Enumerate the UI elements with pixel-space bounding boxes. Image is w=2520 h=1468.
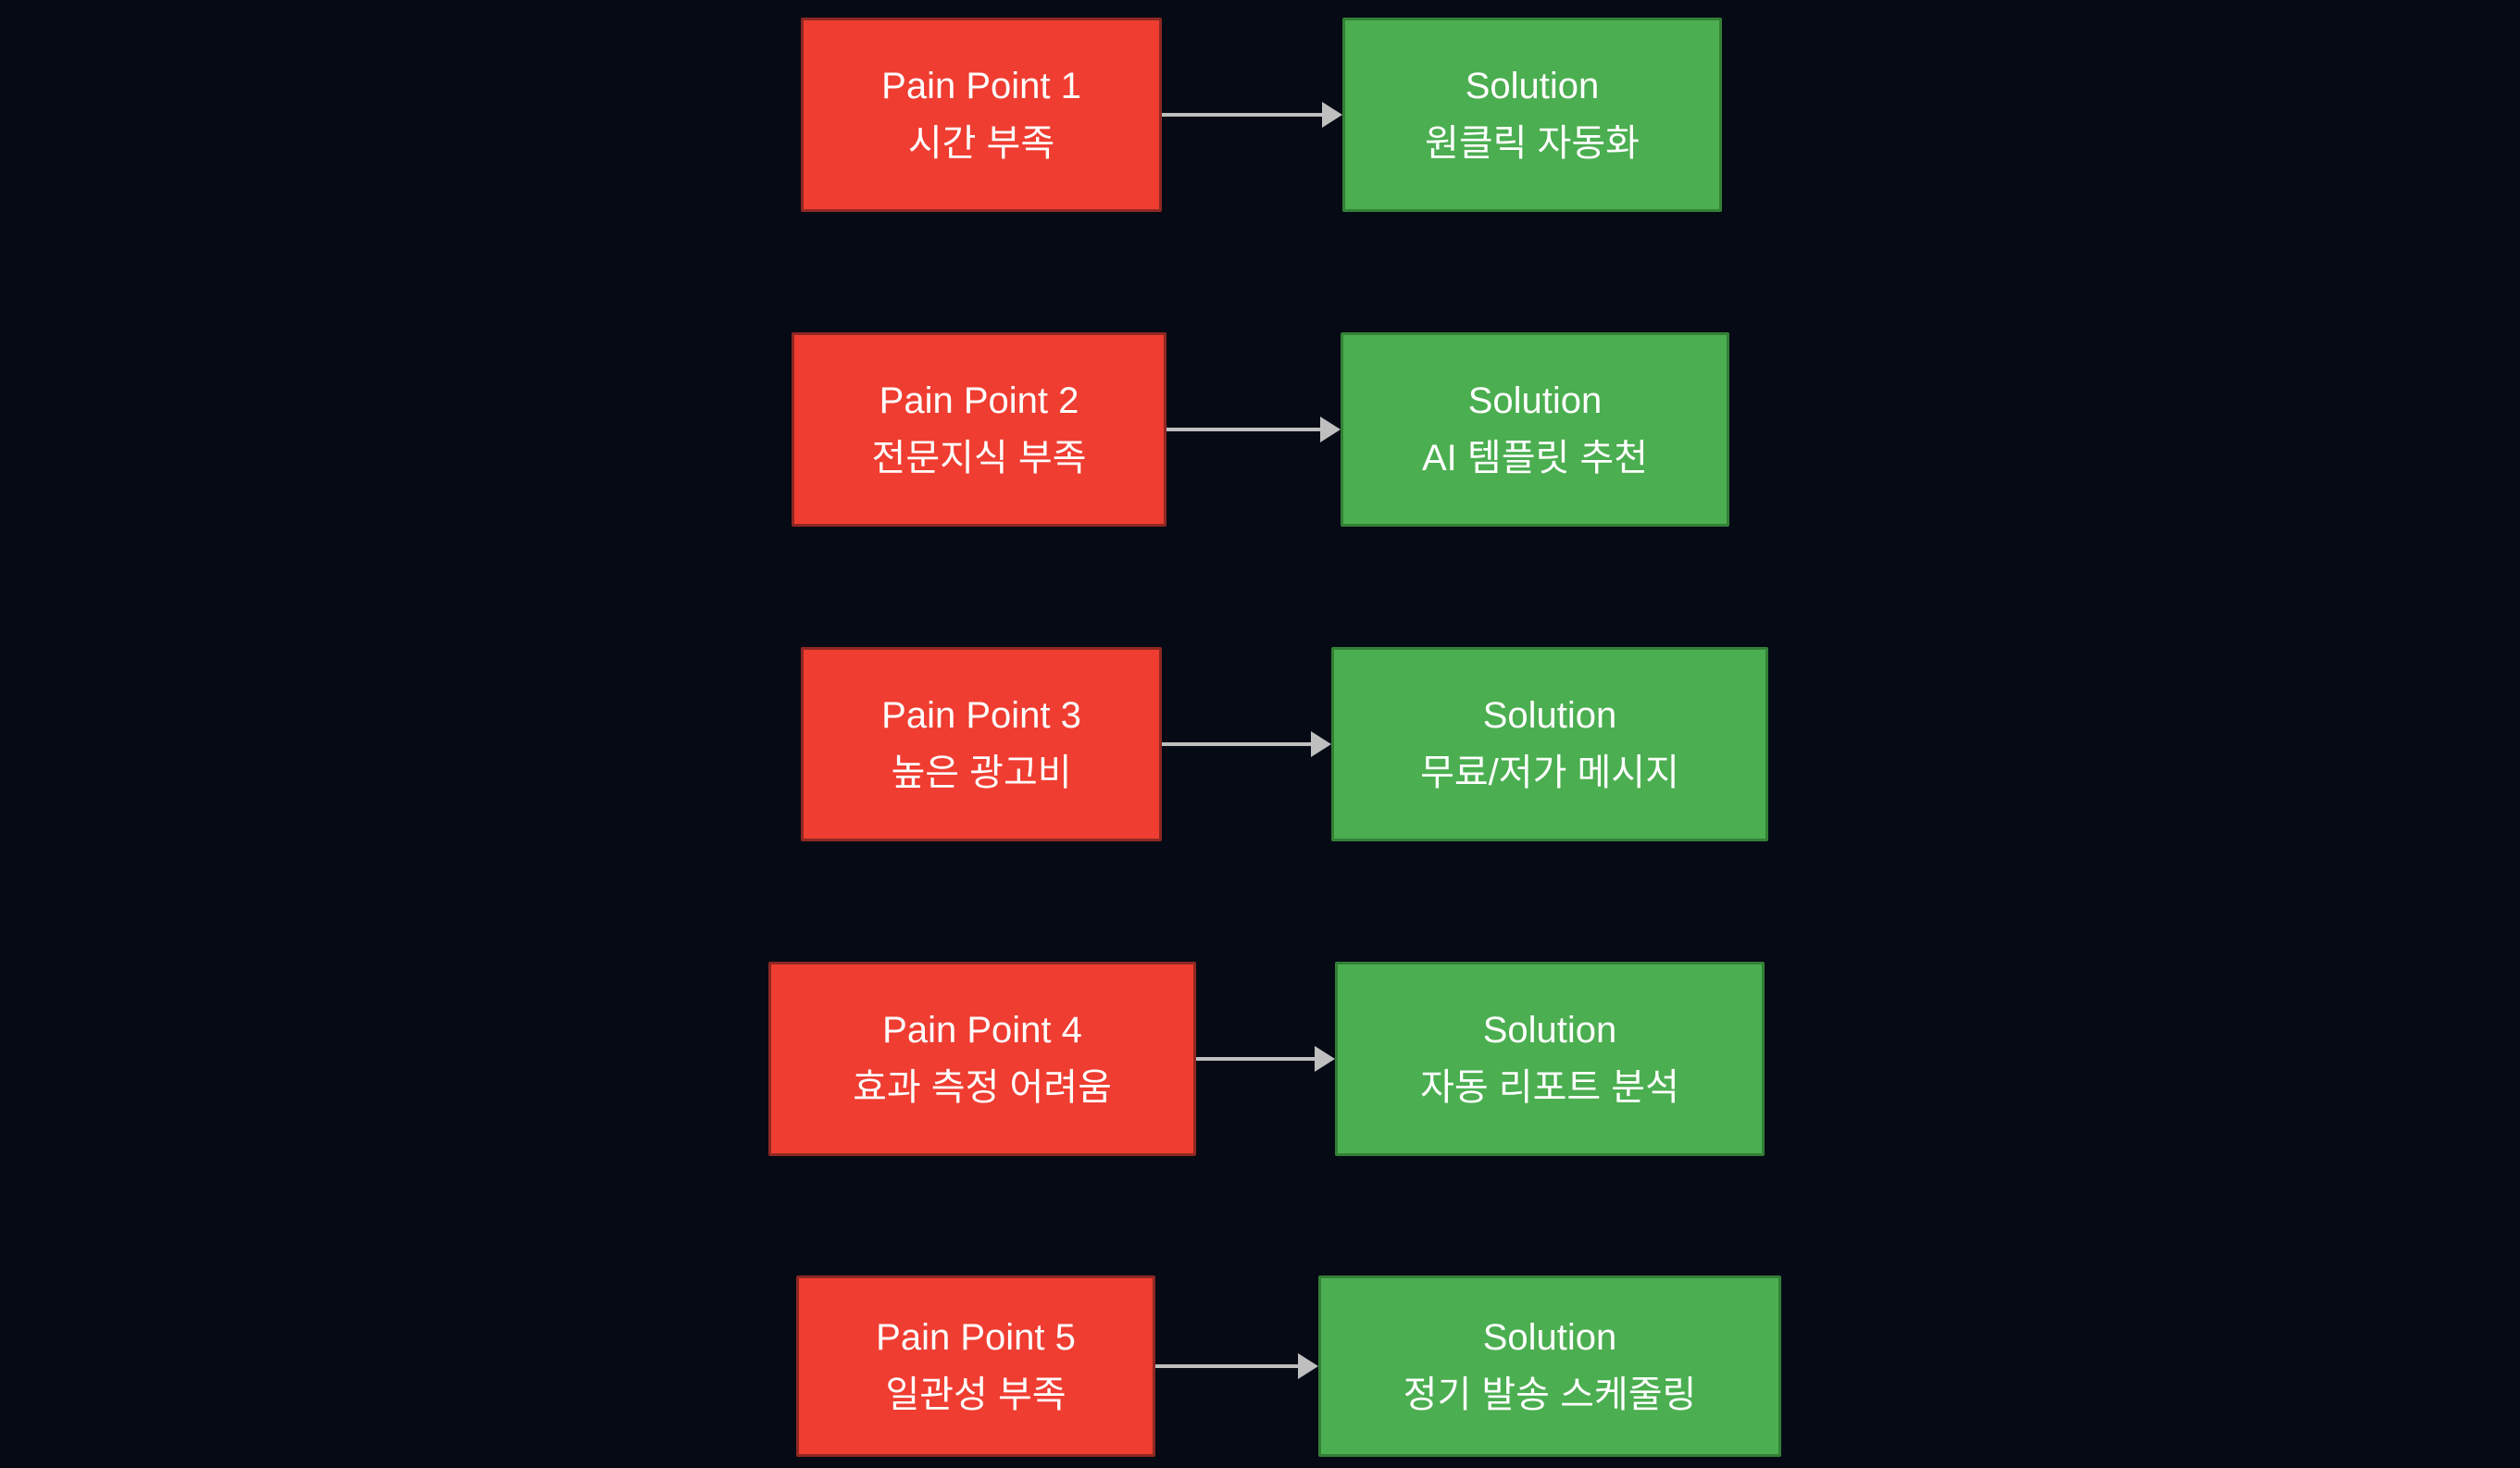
solution-5-node: Solution 정기 발송 스케줄링 — [1318, 1275, 1781, 1457]
solution-3-node: Solution 무료/저가 메시지 — [1331, 647, 1768, 841]
solution-label: AI 템플릿 추천 — [1421, 438, 1649, 479]
arrow-head-icon — [1311, 731, 1331, 757]
pain-point-5-node: Pain Point 5 일관성 부족 — [796, 1275, 1155, 1457]
solution-title: Solution — [1482, 695, 1617, 736]
solution-label: 자동 리포트 분석 — [1420, 1067, 1679, 1108]
mapping-row-2: Pain Point 2 전문지식 부족 Solution AI 템플릿 추천 — [0, 332, 2520, 527]
pain-point-title: Pain Point 2 — [879, 380, 1079, 421]
solution-label: 정기 발송 스케줄링 — [1403, 1375, 1697, 1415]
arrow-line — [1155, 1364, 1300, 1368]
mapping-row-4: Pain Point 4 효과 측정 어려움 Solution 자동 리포트 분… — [0, 962, 2520, 1156]
pain-point-label: 일관성 부족 — [885, 1375, 1067, 1415]
solution-title: Solution — [1482, 1317, 1617, 1358]
pain-point-1-node: Pain Point 1 시간 부족 — [801, 18, 1162, 212]
solution-1-node: Solution 원클릭 자동화 — [1342, 18, 1722, 212]
pain-point-label: 효과 측정 어려움 — [853, 1067, 1112, 1108]
pain-point-title: Pain Point 5 — [876, 1317, 1076, 1358]
solution-title: Solution — [1465, 66, 1600, 106]
pain-point-label: 시간 부족 — [907, 123, 1055, 164]
solution-title: Solution — [1482, 1010, 1617, 1051]
solution-title: Solution — [1467, 380, 1603, 421]
arrow-line — [1196, 1057, 1316, 1061]
solution-4-node: Solution 자동 리포트 분석 — [1335, 962, 1765, 1156]
pain-point-title: Pain Point 3 — [881, 695, 1081, 736]
mapping-row-5: Pain Point 5 일관성 부족 Solution 정기 발송 스케줄링 — [0, 1275, 2520, 1457]
pain-point-2-node: Pain Point 2 전문지식 부족 — [792, 332, 1166, 527]
pain-point-label: 높은 광고비 — [891, 753, 1072, 793]
solution-label: 원클릭 자동화 — [1425, 123, 1640, 164]
pain-point-title: Pain Point 4 — [882, 1010, 1082, 1051]
solution-label: 무료/저가 메시지 — [1420, 753, 1679, 793]
pain-point-title: Pain Point 1 — [881, 66, 1081, 106]
arrow-line — [1162, 742, 1313, 746]
arrow-head-icon — [1315, 1046, 1335, 1072]
mapping-row-1: Pain Point 1 시간 부족 Solution 원클릭 자동화 — [0, 18, 2520, 212]
arrow-line — [1162, 113, 1324, 117]
pain-point-label: 전문지식 부족 — [871, 438, 1087, 479]
arrow-head-icon — [1320, 417, 1341, 442]
mapping-row-3: Pain Point 3 높은 광고비 Solution 무료/저가 메시지 — [0, 647, 2520, 841]
solution-2-node: Solution AI 템플릿 추천 — [1341, 332, 1729, 527]
arrow-head-icon — [1322, 102, 1342, 128]
pain-point-3-node: Pain Point 3 높은 광고비 — [801, 647, 1162, 841]
arrow-line — [1166, 428, 1322, 431]
arrow-head-icon — [1298, 1353, 1318, 1379]
pain-point-4-node: Pain Point 4 효과 측정 어려움 — [768, 962, 1196, 1156]
